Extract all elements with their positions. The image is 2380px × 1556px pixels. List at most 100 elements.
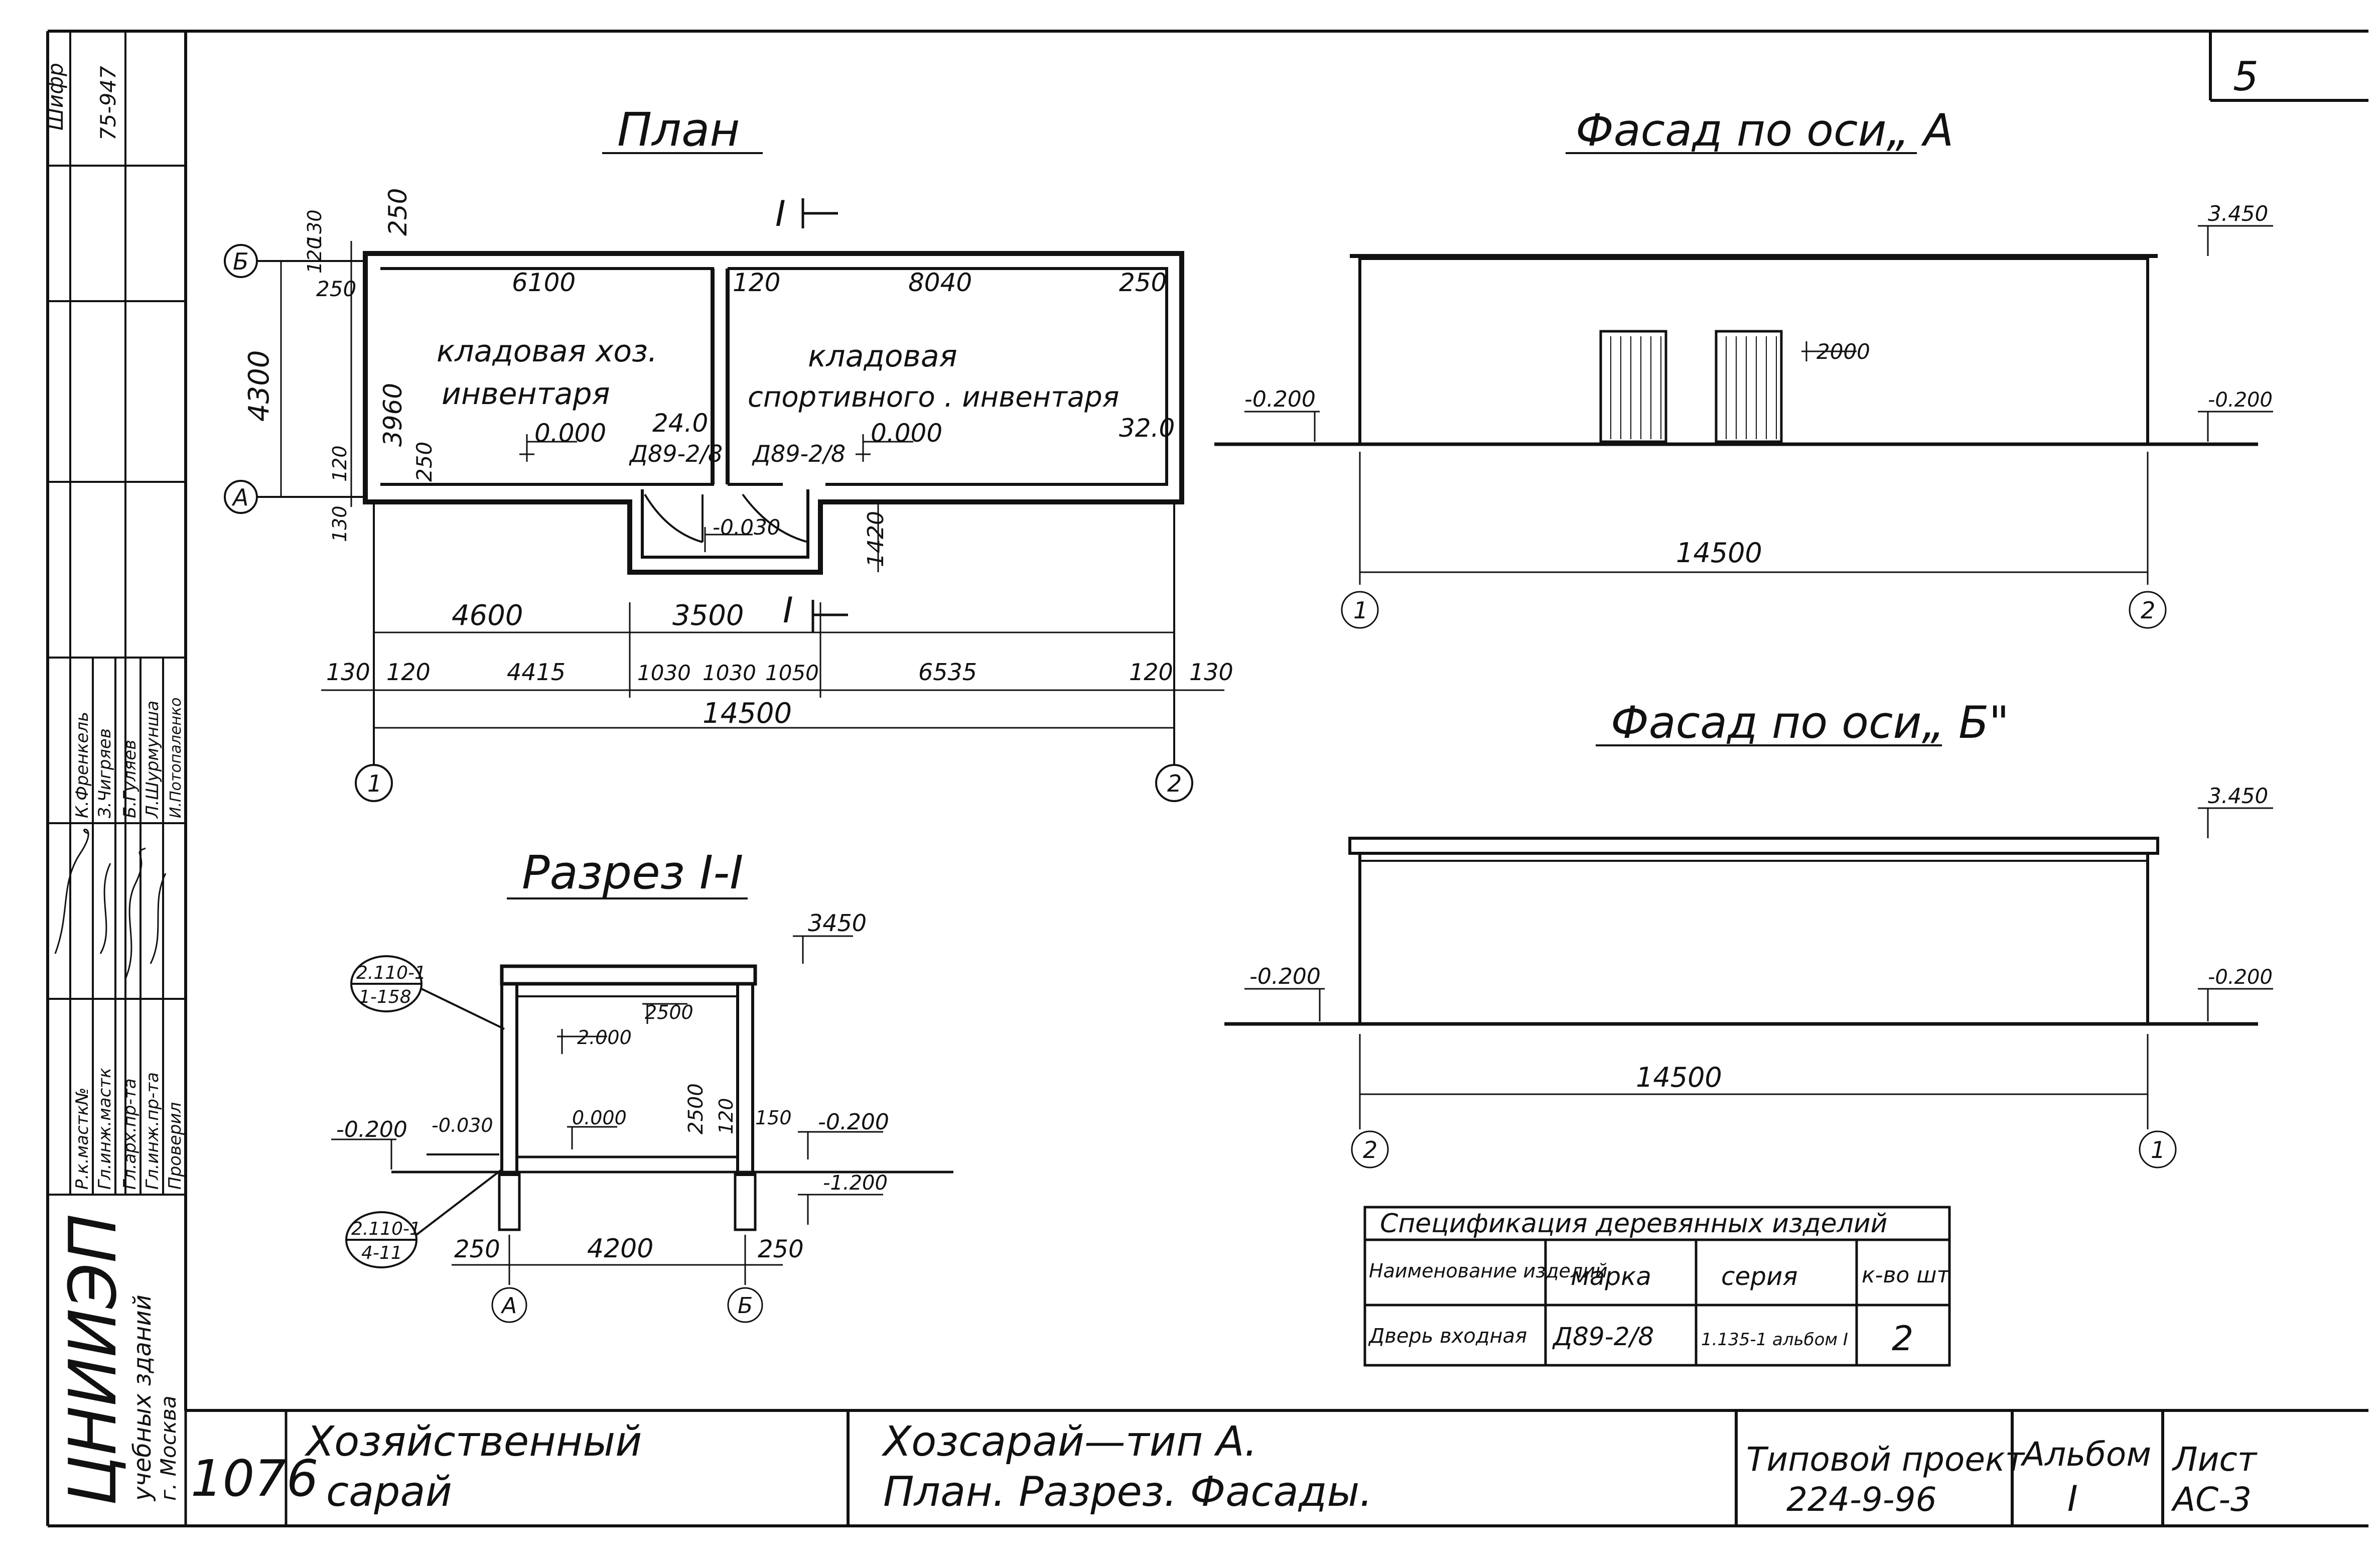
plan-axis-1: 1: [367, 770, 382, 797]
spec-table-title: Спецификация деревянных изделий: [1380, 1209, 1887, 1239]
project-number: 224-9-96: [1786, 1480, 1937, 1519]
section-dim-4200: 4200: [587, 1234, 653, 1264]
object-name-line2: сарай: [326, 1468, 452, 1516]
section-structure: [391, 964, 953, 1231]
chain-1030-b: 1030: [703, 661, 756, 685]
plan-walls: [363, 251, 1184, 575]
spec-header-mark: марка: [1571, 1262, 1651, 1291]
album-label: Альбом: [2020, 1435, 2151, 1474]
section-level-right: -0.200: [818, 1109, 889, 1135]
plan-title: План: [617, 103, 740, 157]
facade-a-length: 14500: [1676, 537, 1762, 569]
section-level-floor: 0.000: [572, 1107, 627, 1129]
facade-b-length: 14500: [1636, 1062, 1722, 1093]
dim-1420: 1420: [863, 511, 889, 567]
section-dim-150: 150: [755, 1107, 792, 1129]
dim-250-inner: 250: [412, 442, 437, 482]
org-sub-1: учебных зданий: [128, 1294, 157, 1502]
facade-b-levels: [1244, 807, 2273, 1021]
section-level-left: -0.200: [336, 1117, 407, 1142]
chain-1050: 1050: [765, 661, 819, 685]
facade-b-drawing: [1224, 837, 2258, 1026]
spec-cell-mark: Д89-2/8: [1552, 1322, 1654, 1351]
side-stamp-grid: [48, 31, 186, 1196]
side-code-label: Шифр: [43, 63, 68, 131]
callout-1-bottom: 1-158: [359, 987, 411, 1007]
dim-250-right: 250: [1119, 268, 1167, 297]
title-block-dividers: [184, 1410, 288, 1526]
chain-120-left: 120: [386, 659, 431, 686]
spec-header-series: серия: [1721, 1262, 1798, 1291]
side-code: 75-947: [96, 66, 120, 141]
spec-header-name: Наименование изделий: [1369, 1260, 1608, 1282]
plan-axes: [224, 244, 1193, 802]
facade-a-axis-right: 2: [2141, 597, 2155, 624]
dim-250-top: 250: [383, 188, 412, 236]
facade-b-level-right: -0.200: [2208, 966, 2273, 989]
sheet-value: АС-3: [2171, 1480, 2252, 1519]
section-height-2500: 2500: [684, 1083, 708, 1134]
dim-250-left: 250: [316, 277, 356, 301]
facade-a-level-right: -0.200: [2208, 388, 2273, 412]
callout-1-top: 2.110-1: [356, 963, 426, 983]
plan-area-1: 24.0: [652, 409, 708, 438]
facade-a-drawing: [1214, 254, 2258, 446]
chain-4415: 4415: [507, 659, 566, 686]
dim-130-top: 130: [304, 209, 326, 246]
section-dim-250-left: 250: [454, 1235, 500, 1263]
spec-cell-name: Дверь входная: [1368, 1325, 1527, 1348]
role-4: Гл.инж.пр-та: [143, 1072, 163, 1190]
facade-b-level-top: 3.450: [2208, 784, 2268, 808]
name-4: Л.Шурмунша: [143, 701, 163, 819]
role-1: Р.к.мастк№: [72, 1087, 92, 1190]
room2-name-line1: кладовая: [808, 339, 957, 374]
plan-section-mark-top: I: [775, 193, 786, 234]
section-level-top: 3450: [808, 910, 867, 937]
plan-level-1: 0.000: [534, 419, 606, 448]
plan-axis-a: А: [231, 484, 248, 511]
room1-name-line2: инвентаря: [442, 376, 610, 412]
facade-b-dims: [1351, 1034, 2177, 1169]
name-1: К.Френкель: [72, 712, 92, 818]
album-value: I: [2067, 1478, 2078, 1519]
object-name-line1: Хозяйственный: [304, 1418, 642, 1466]
sheet-label: Лист: [2172, 1440, 2258, 1479]
section-axis-a: А: [500, 1293, 517, 1319]
signatures: [54, 828, 167, 979]
section-levels: [331, 935, 883, 1225]
plan-area-2: 32.0: [1119, 414, 1175, 443]
drawing-code: 1076: [191, 1449, 319, 1508]
name-2: З.Чигряев: [95, 728, 115, 818]
name-3: Б.Гуляев: [120, 740, 140, 818]
section-level-foundation: -1.200: [823, 1172, 888, 1195]
section-level-door: 2.000: [577, 1026, 632, 1049]
section-level-porch: -0.030: [432, 1114, 493, 1136]
spec-header-qty: к-во шт: [1862, 1262, 1950, 1288]
spec-table-grid: [1363, 1206, 1951, 1367]
project-label: Типовой проект: [1746, 1440, 2026, 1479]
chain-120-right: 120: [1129, 659, 1173, 686]
plan-level-marks: [519, 434, 913, 552]
org-sub-2: г. Москва: [156, 1395, 181, 1501]
room2-name-line2: спортивного . инвентаря: [748, 381, 1119, 414]
section-dim-250-right: 250: [758, 1235, 804, 1263]
org-name: ЦНИИЭП: [55, 1214, 131, 1506]
section-level-2500: 2500: [645, 1001, 693, 1023]
role-5: Проверил: [165, 1102, 185, 1190]
dim-120-top: 120: [304, 237, 326, 274]
sheet-title-line2: План. Разрез. Фасады.: [883, 1468, 1372, 1516]
plan-door-mark-1: Д89-2/8: [629, 440, 723, 467]
dim-120: 120: [733, 268, 780, 297]
plan-level-2: 0.000: [871, 419, 942, 448]
facade-b-axis-left: 2: [1363, 1136, 1377, 1163]
room1-name-line1: кладовая хоз.: [437, 334, 657, 369]
section-title: Разрез I-I: [522, 846, 743, 899]
facade-a-door-hatching: [1610, 336, 1777, 439]
plan-section-marks: [801, 198, 848, 632]
chain-6535: 6535: [918, 659, 977, 686]
section-axis-b: Б: [738, 1293, 753, 1319]
dim-14500-plan: 14500: [703, 697, 792, 730]
dim-3500: 3500: [672, 599, 744, 632]
sheet-title-line1: Хозсарай—тип А.: [881, 1418, 1257, 1466]
facade-a-title: Фасад по оси„ А: [1576, 104, 1953, 156]
